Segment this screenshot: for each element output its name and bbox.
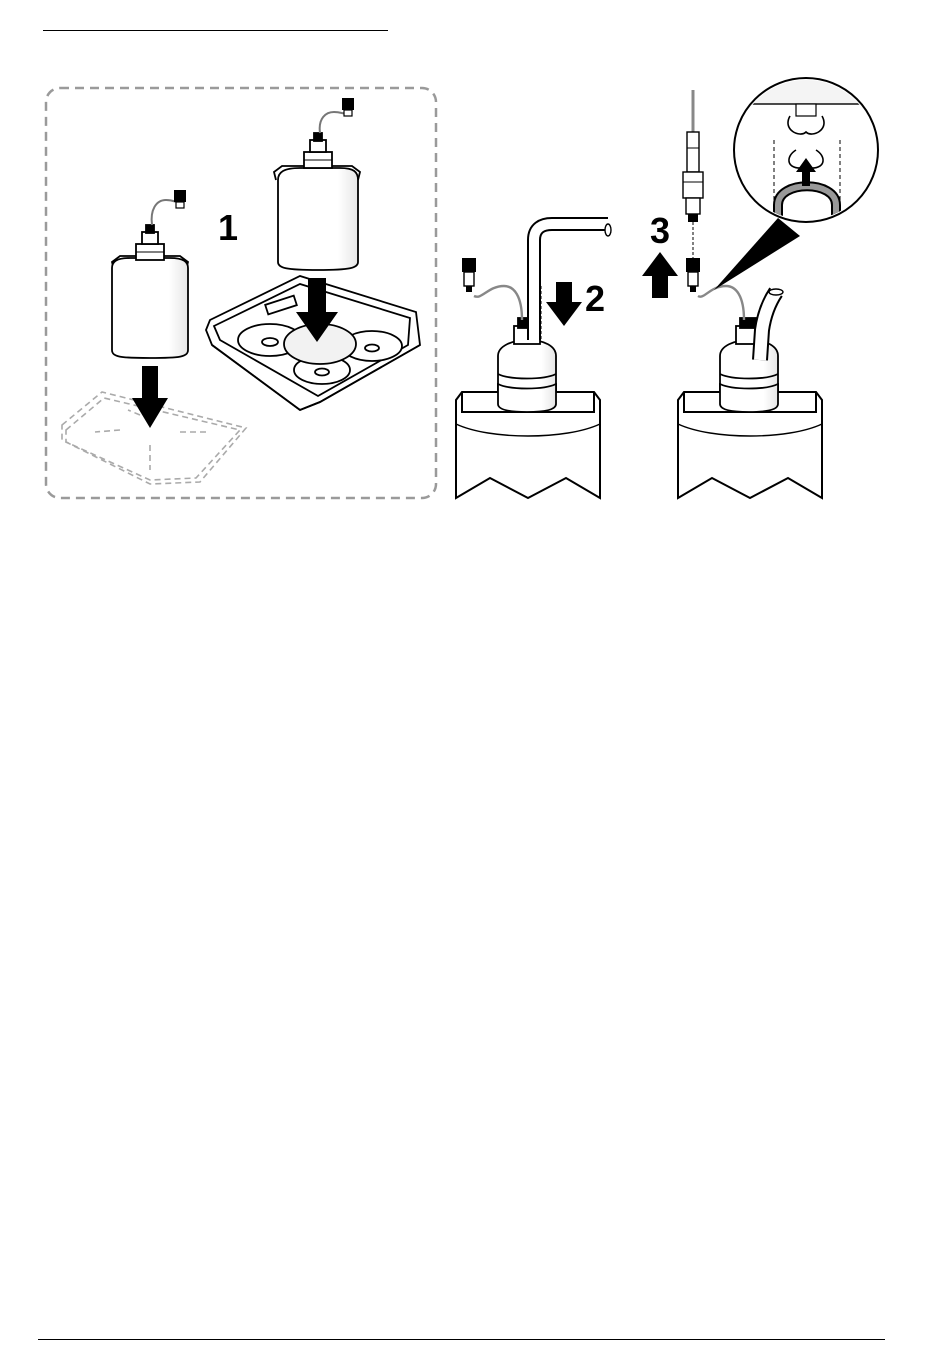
connector-icon (462, 258, 476, 292)
callout-pointer (714, 218, 800, 290)
down-arrow-icon (132, 366, 168, 428)
down-arrow-icon (546, 282, 582, 326)
installation-diagram: 1 2 (0, 0, 950, 540)
probe-cable (683, 90, 703, 222)
magnifier-callout-icon (730, 78, 890, 230)
cable-3 (698, 286, 744, 320)
step-3-number: 3 (650, 210, 670, 251)
panel-step-1: 1 (46, 88, 436, 498)
connector-icon (342, 98, 354, 116)
cable-2 (474, 286, 522, 320)
bottle-left (112, 225, 188, 358)
bottle-right (274, 133, 360, 270)
step-2-number: 2 (585, 278, 605, 319)
connector-icon (686, 258, 700, 292)
cable-right (320, 110, 346, 133)
connector-icon (174, 190, 186, 208)
panel-step-2: 2 (456, 224, 611, 498)
step-1-number: 1 (218, 207, 238, 248)
dashed-frame (46, 88, 436, 498)
panel-step-3: 3 (642, 78, 890, 498)
up-arrow-icon (642, 252, 678, 298)
bottom-rule (38, 1339, 885, 1340)
